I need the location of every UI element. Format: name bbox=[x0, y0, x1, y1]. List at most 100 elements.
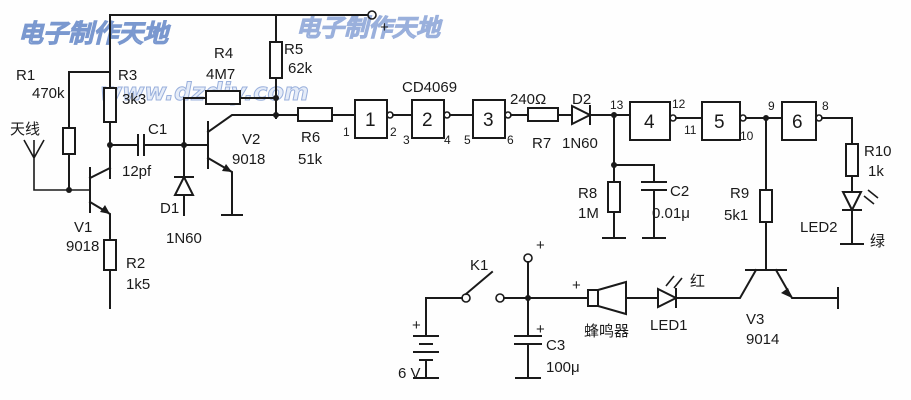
r8-resistor bbox=[607, 181, 621, 213]
v1-value: 9018 bbox=[66, 238, 99, 255]
r10-resistor bbox=[845, 143, 859, 177]
buzzer-plus: + bbox=[572, 277, 581, 294]
r4-value: 4M7 bbox=[206, 66, 235, 83]
r8-value: 1M bbox=[578, 205, 599, 222]
led2-cathode bbox=[842, 209, 862, 245]
k1-contact-right bbox=[495, 293, 505, 303]
v2-label: V2 bbox=[242, 131, 260, 148]
pin-5: 5 bbox=[464, 133, 471, 147]
v2-value: 9018 bbox=[232, 151, 265, 168]
wire-k1-left bbox=[425, 297, 463, 319]
wire-r4 bbox=[183, 97, 277, 106]
pin-3: 3 bbox=[403, 133, 410, 147]
d1-value: 1N60 bbox=[166, 230, 202, 247]
r7-resistor bbox=[527, 107, 559, 122]
r5-resistor bbox=[269, 41, 283, 79]
c3-plus: + bbox=[536, 321, 545, 338]
gate-6 bbox=[781, 101, 817, 141]
supply-plus: + bbox=[380, 19, 389, 36]
r4-label: R4 bbox=[214, 45, 233, 62]
pin-13: 13 bbox=[610, 98, 624, 112]
d2-value: 1N60 bbox=[562, 135, 598, 152]
r5-value: 62k bbox=[288, 60, 313, 77]
led2-label: LED2 bbox=[800, 219, 838, 236]
r9-value: 5k1 bbox=[724, 207, 748, 224]
buzzer-label: 蜂鸣器 bbox=[584, 323, 629, 340]
d1-label: D1 bbox=[160, 200, 179, 217]
r6-resistor bbox=[297, 107, 333, 122]
led1-diode bbox=[657, 287, 679, 309]
gate-1 bbox=[354, 99, 388, 139]
supply-terminal bbox=[367, 10, 377, 20]
c2-value: 0.01μ bbox=[652, 205, 690, 222]
c1-value: 12pf bbox=[122, 163, 152, 180]
pin-8: 8 bbox=[822, 99, 829, 113]
gate-2 bbox=[411, 99, 445, 139]
k1-switch bbox=[464, 270, 494, 296]
led2-light-icon bbox=[863, 189, 879, 205]
r2-label: R2 bbox=[126, 255, 145, 272]
r3-resistor bbox=[103, 87, 117, 123]
node-r8 bbox=[611, 162, 617, 168]
r8-label: R8 bbox=[578, 185, 597, 202]
gate-5-number: 5 bbox=[714, 112, 725, 133]
buzzer-icon bbox=[597, 280, 627, 316]
d2-label: D2 bbox=[572, 91, 591, 108]
r2-value: 1k5 bbox=[126, 276, 150, 293]
gate-4 bbox=[629, 101, 671, 141]
node-c3 bbox=[525, 295, 531, 301]
c2-capacitor bbox=[641, 181, 667, 239]
gate-3-number: 3 bbox=[483, 110, 494, 131]
r6-label: R6 bbox=[301, 129, 320, 146]
pin-1: 1 bbox=[343, 125, 350, 139]
led1-light-icon bbox=[665, 275, 683, 289]
k1-label: K1 bbox=[470, 257, 488, 274]
pin-6: 6 bbox=[507, 133, 514, 147]
gate-2-number: 2 bbox=[422, 110, 433, 131]
v1-emitter-arrow bbox=[100, 205, 110, 214]
r3-value: 3k3 bbox=[122, 91, 146, 108]
led1-color: 红 bbox=[690, 273, 705, 290]
v2-emitter-arrow bbox=[222, 164, 232, 172]
antenna-label: 天线 bbox=[10, 121, 40, 138]
r7-value: 240Ω bbox=[510, 91, 546, 108]
pin-2: 2 bbox=[390, 125, 397, 139]
d1-diode bbox=[173, 174, 195, 196]
c1-label: C1 bbox=[148, 121, 167, 138]
watermark-title: 电子制作天地 bbox=[18, 19, 171, 48]
r5-label: R5 bbox=[284, 41, 303, 58]
r9-label: R9 bbox=[730, 185, 749, 202]
led2-diode bbox=[841, 191, 863, 213]
c3-terminal-plus: + bbox=[536, 237, 545, 254]
antenna-icon bbox=[23, 139, 90, 191]
led1-label: LED1 bbox=[650, 317, 688, 334]
pin-9: 9 bbox=[768, 99, 775, 113]
pin-4: 4 bbox=[444, 133, 451, 147]
gate-5 bbox=[701, 101, 741, 141]
node-v1-base bbox=[66, 187, 72, 193]
battery-plus: + bbox=[412, 317, 421, 334]
v3-emitter-arrow bbox=[781, 288, 792, 298]
battery-icon bbox=[413, 317, 439, 379]
gate-6-number: 6 bbox=[792, 112, 803, 133]
c3-value: 100μ bbox=[546, 359, 580, 376]
buzzer-body bbox=[587, 289, 599, 307]
pin-12: 12 bbox=[672, 97, 686, 111]
d2-cathode bbox=[589, 105, 631, 125]
r10-value: 1k bbox=[868, 163, 884, 180]
pin-10: 10 bbox=[740, 129, 754, 143]
r6-value: 51k bbox=[298, 151, 323, 168]
watermark-url: www.dzdiy.com bbox=[100, 78, 309, 106]
gate-4-number: 4 bbox=[644, 112, 655, 133]
wire-r8-c2 bbox=[613, 114, 655, 183]
gate-3 bbox=[472, 99, 506, 139]
v1-label: V1 bbox=[74, 219, 92, 236]
v3-value: 9014 bbox=[746, 331, 779, 348]
gate-1-number: 1 bbox=[365, 110, 376, 131]
r7-label: R7 bbox=[532, 135, 551, 152]
ic-label: CD4069 bbox=[402, 79, 457, 96]
led2-color: 绿 bbox=[870, 233, 885, 250]
wire-r10 bbox=[821, 117, 853, 193]
